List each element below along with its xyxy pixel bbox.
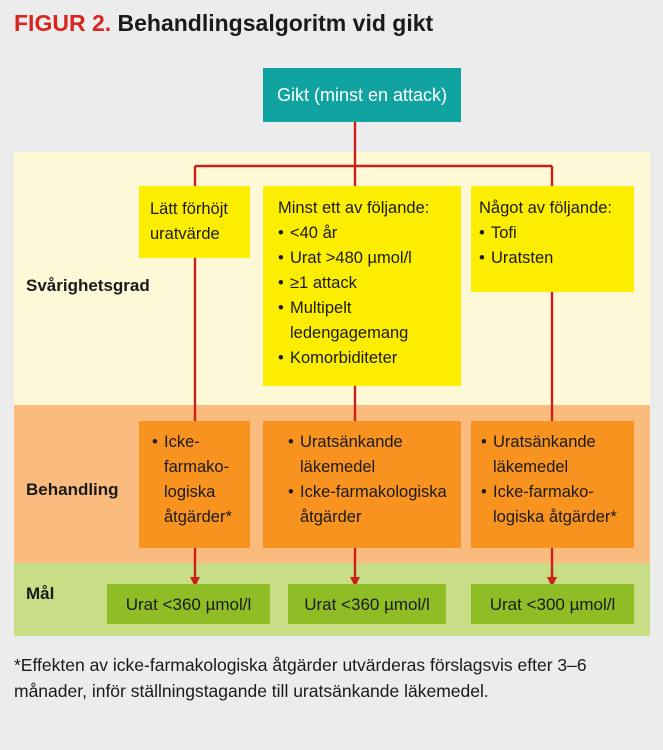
treatment-middle-item: Icke-farmako­logiska åtgärder [288, 480, 455, 530]
treatment-middle-item: Uratsänkande läkemedel [288, 430, 455, 480]
figure-label: FIGUR 2. [14, 10, 112, 36]
severity-middle-item: Multipelt ledengagemang [278, 296, 453, 346]
root-label: Gikt (minst en attack) [276, 84, 448, 105]
treatment-box-middle: Uratsänkande läkemedel Icke-farmako­logi… [263, 421, 461, 548]
severity-middle-item: <40 år [278, 221, 453, 246]
severity-right-item: Uratsten [479, 246, 626, 271]
severity-box-right: Något av följande: Tofi Uratsten [471, 186, 634, 292]
treatment-middle-list: Uratsänkande läkemedel Icke-farmako­logi… [288, 430, 455, 530]
severity-middle-item: ≥1 attack [278, 271, 453, 296]
row-label-goal: Mål [26, 584, 55, 603]
treatment-box-right: Uratsänkande läkemedel Icke-farmako­logi… [471, 421, 634, 548]
severity-box-left: Lätt förhöjt uratvärde [139, 186, 250, 258]
goal-box-middle: Urat <360 µmol/l [288, 584, 446, 624]
severity-middle-item: Komorbiditeter [278, 346, 453, 371]
goal-left-text: Urat <360 µmol/l [125, 594, 252, 614]
severity-right-item: Tofi [479, 221, 626, 246]
row-label-treatment: Behandling [26, 480, 119, 499]
goal-middle-text: Urat <360 µmol/l [304, 594, 430, 614]
figure-title-text: Behandlingsalgoritm vid gikt [117, 10, 434, 36]
goal-box-right: Urat <300 µmol/l [471, 584, 634, 624]
row-label-severity: Svårighetsgrad [26, 276, 150, 295]
treatment-right-item: Icke-farmako­logiska åtgärder* [481, 480, 630, 530]
severity-middle-item: Urat >480 µmol/l [278, 246, 453, 271]
goal-box-left: Urat <360 µmol/l [107, 584, 270, 624]
footnote: *Effekten av icke-farmakologiska åtgärde… [14, 655, 587, 701]
severity-right-list: Tofi Uratsten [479, 221, 626, 271]
severity-middle-heading: Minst ett av följande: [278, 199, 430, 217]
figure-title: FIGUR 2. Behandlingsalgoritm vid gikt [14, 10, 433, 37]
treatment-right-item: Uratsänkande läkemedel [481, 430, 630, 480]
root-box: Gikt (minst en attack) [263, 68, 461, 122]
treatment-left-item: Icke-farmako­logiska åtgärder* [152, 430, 246, 530]
goal-right-text: Urat <300 µmol/l [489, 594, 616, 614]
severity-box-middle: Minst ett av följande: <40 år Urat >480 … [263, 186, 461, 386]
severity-middle-list: <40 år Urat >480 µmol/l ≥1 attack Multip… [278, 221, 453, 371]
severity-left-text: Lätt förhöjt uratvärde [150, 200, 228, 243]
severity-right-heading: Något av följande: [479, 199, 613, 217]
treatment-box-left: Icke-farmako­logiska åtgärder* [139, 421, 250, 548]
treatment-left-list: Icke-farmako­logiska åtgärder* [152, 430, 246, 530]
treatment-right-list: Uratsänkande läkemedel Icke-farmako­logi… [481, 430, 630, 530]
